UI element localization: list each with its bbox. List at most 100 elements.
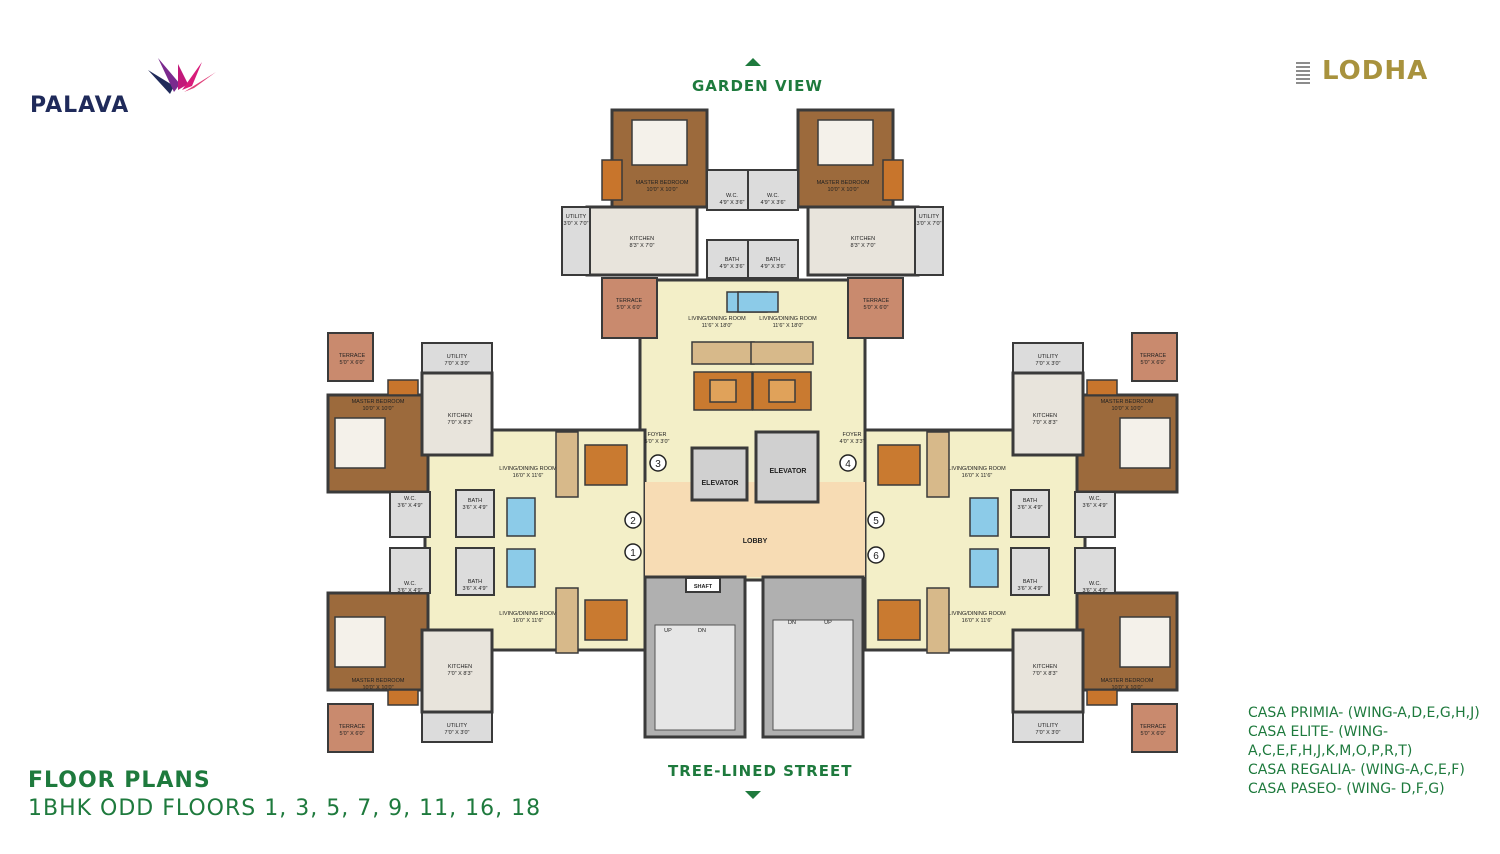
sofa — [555, 431, 579, 498]
wc — [747, 169, 799, 211]
unit-number-circle — [624, 511, 642, 529]
wing-item: CASA PRIMIA- (WING-A,D,E,G,H,J) — [1248, 705, 1480, 721]
bath-label: BATH — [468, 498, 482, 504]
unit-number-circle — [839, 454, 857, 472]
bath-dimension: 4'9" X 3'6" — [761, 264, 786, 270]
master-bedroom-label: MASTER BEDROOM — [352, 399, 405, 405]
page-title: FLOOR PLANS — [28, 768, 211, 793]
utility-dimension: 7'0" X 3'0" — [445, 730, 470, 736]
terrace-label: TERRACE — [863, 298, 890, 304]
unit-number-circle — [867, 546, 885, 564]
utility — [421, 711, 493, 743]
elevator-left — [690, 446, 749, 502]
wc-label: W.C. — [767, 193, 779, 199]
stair-up-label: UP — [664, 628, 672, 634]
utility-label: UTILITY — [447, 723, 468, 729]
stair-flight-left — [654, 624, 736, 731]
rug — [877, 599, 921, 641]
stair-flight-right — [772, 619, 854, 731]
living-room-label: LIVING/DINING ROOM — [948, 611, 1006, 617]
utility-dimension: 7'0" X 3'0" — [1036, 361, 1061, 367]
bath — [1010, 489, 1050, 538]
unit-number-label: 4 — [845, 459, 851, 470]
wardrobe — [387, 689, 419, 706]
lodha-lines-icon — [1296, 62, 1310, 84]
master-bedroom-label: MASTER BEDROOM — [1101, 678, 1154, 684]
dining-table — [969, 548, 999, 588]
kitchen-label: KITCHEN — [1033, 413, 1057, 419]
utility-label: UTILITY — [566, 214, 587, 220]
terrace-label: TERRACE — [339, 724, 366, 730]
kitchen — [420, 628, 494, 714]
kitchen — [1011, 628, 1085, 714]
kitchen-label: KITCHEN — [448, 664, 472, 670]
kitchen-dimension: 8'3" X 7'0" — [630, 243, 655, 249]
living-room-dimension: 16'0" X 11'6" — [962, 618, 993, 624]
sofa — [750, 341, 814, 365]
wc — [1074, 491, 1116, 538]
garden-view-label: GARDEN VIEW — [692, 77, 823, 95]
elevator-label: ELEVATOR — [702, 480, 739, 487]
unit-number-circle — [867, 511, 885, 529]
wc-dimension: 3'6" X 4'9" — [1083, 588, 1108, 594]
master-bedroom-label: MASTER BEDROOM — [352, 678, 405, 684]
shaft-label: SHAFT — [694, 584, 713, 590]
kitchen-label: KITCHEN — [448, 413, 472, 419]
wardrobe — [882, 159, 904, 201]
page-subtitle: 1BHK ODD FLOORS 1, 3, 5, 7, 9, 11, 16, 1… — [28, 796, 542, 821]
utility — [561, 206, 591, 276]
bath — [1010, 547, 1050, 596]
coffee-table — [709, 379, 737, 403]
wc — [1074, 547, 1116, 594]
unit-number-label: 2 — [630, 516, 636, 527]
unit-number-circle — [649, 454, 667, 472]
bath-label: BATH — [1023, 579, 1037, 585]
kitchen-label: KITCHEN — [851, 236, 875, 242]
bath-dimension: 4'9" X 3'6" — [720, 264, 745, 270]
utility-dimension: 7'0" X 3'0" — [445, 361, 470, 367]
unit-number-label: 5 — [873, 516, 879, 527]
kitchen-label: KITCHEN — [630, 236, 654, 242]
master-bedroom-label: MASTER BEDROOM — [636, 180, 689, 186]
terrace-label: TERRACE — [1140, 724, 1167, 730]
terrace — [327, 703, 374, 753]
living-room-dimension: 11'6" X 18'0" — [702, 323, 733, 329]
lobby-label: LOBBY — [743, 538, 768, 545]
living-room-label: LIVING/DINING ROOM — [499, 466, 557, 472]
sofa — [926, 431, 950, 498]
dining-table — [506, 548, 536, 588]
palava-wordmark: PALAVA — [30, 93, 130, 118]
terrace-dimension: 5'0" X 6'0" — [1141, 731, 1166, 737]
living-room-dimension: 16'0" X 11'6" — [513, 618, 544, 624]
lotus-icon — [148, 58, 216, 94]
wc-dimension: 3'6" X 4'9" — [1083, 503, 1108, 509]
wing-item: CASA PASEO- (WING- D,F,G) — [1248, 781, 1445, 797]
living-room-dimension: 11'6" X 18'0" — [773, 323, 804, 329]
foyer-left-dimension: 5'0" X 3'0" — [645, 439, 670, 445]
wardrobe — [1086, 689, 1118, 706]
wardrobe — [1086, 379, 1118, 396]
bath-dimension: 3'6" X 4'9" — [1018, 586, 1043, 592]
wc — [389, 491, 431, 538]
kitchen-dimension: 7'0" X 8'3" — [448, 420, 473, 426]
wc-label: W.C. — [404, 581, 416, 587]
wc-label: W.C. — [1089, 581, 1101, 587]
master-bedroom-label: MASTER BEDROOM — [817, 180, 870, 186]
bath — [455, 547, 495, 596]
terrace-dimension: 5'0" X 6'0" — [864, 305, 889, 311]
rug — [584, 444, 628, 486]
bed — [1119, 417, 1171, 469]
wing-item: CASA ELITE- (WING-A,C,E,F,H,J,K,M,O,P,R,… — [1248, 724, 1413, 759]
sofa — [691, 341, 755, 365]
kitchen — [1011, 371, 1085, 457]
kitchen — [585, 205, 699, 277]
kitchen-dimension: 7'0" X 8'3" — [448, 671, 473, 677]
bath-dimension: 3'6" X 4'9" — [463, 505, 488, 511]
kitchen-dimension: 8'3" X 7'0" — [851, 243, 876, 249]
stair-down-label: DN — [788, 620, 796, 626]
elevator-right — [754, 430, 820, 504]
north-arrow-icon — [745, 58, 761, 66]
street-view-label: TREE-LINED STREET — [668, 762, 853, 780]
bath — [455, 489, 495, 538]
